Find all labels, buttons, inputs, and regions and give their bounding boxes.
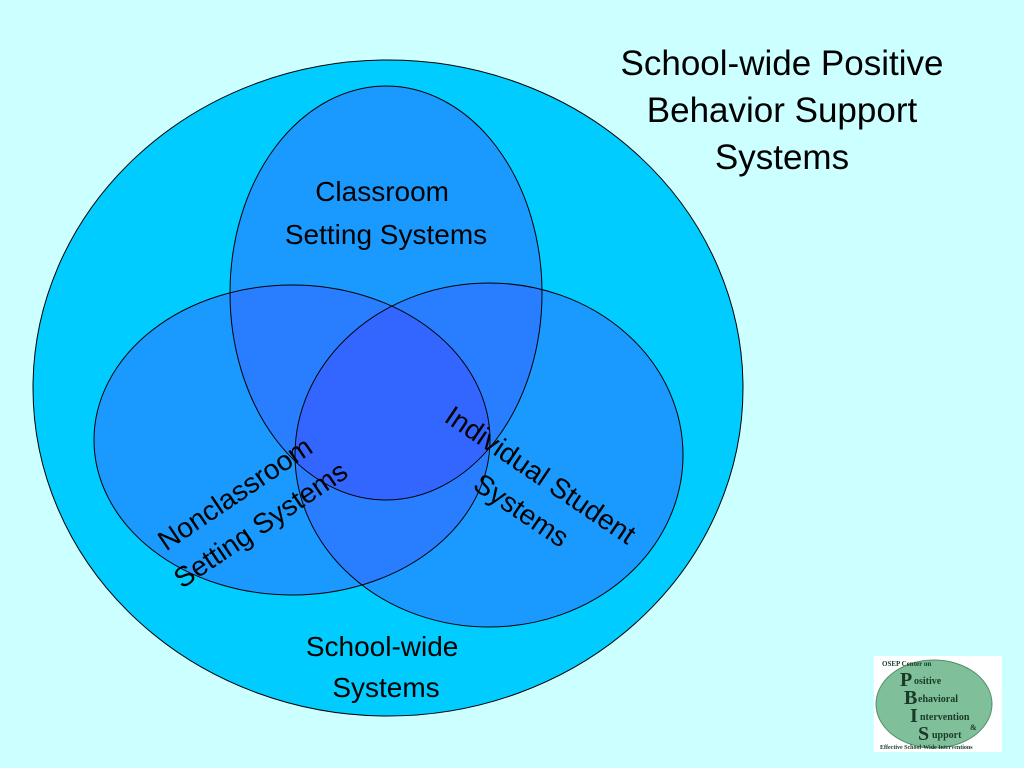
title-line-2: Behavior Support xyxy=(646,91,918,130)
school-wide-label: School-wide Systems xyxy=(306,631,466,703)
svg-text:&: & xyxy=(970,723,977,732)
svg-text:OSEP Center on: OSEP Center on xyxy=(882,660,931,668)
title-line-1: School-wide Positive xyxy=(620,44,944,83)
svg-text:ositive: ositive xyxy=(914,676,942,687)
ellipse-nonclassroom-outline xyxy=(93,284,491,596)
svg-text:ehavioral: ehavioral xyxy=(918,694,958,705)
classroom-label: Classroom Setting Systems xyxy=(285,176,487,250)
pbis-logo-graphic: OSEP Center on P ositive B ehavioral I n… xyxy=(875,659,993,751)
svg-text:Effective School-Wide Interven: Effective School-Wide Interventions xyxy=(880,745,973,751)
ellipse-individual-outline xyxy=(294,282,684,628)
svg-text:P: P xyxy=(900,669,912,691)
pbis-logo: OSEP Center on P ositive B ehavioral I n… xyxy=(874,656,1002,752)
title-line-3: Systems xyxy=(714,138,850,177)
svg-text:ntervention: ntervention xyxy=(920,712,970,723)
svg-text:I: I xyxy=(910,705,918,727)
svg-text:B: B xyxy=(904,687,917,709)
svg-text:upport: upport xyxy=(932,730,962,741)
svg-text:S: S xyxy=(918,723,929,745)
slide-title: School-wide Positive Behavior Support Sy… xyxy=(560,40,1004,181)
